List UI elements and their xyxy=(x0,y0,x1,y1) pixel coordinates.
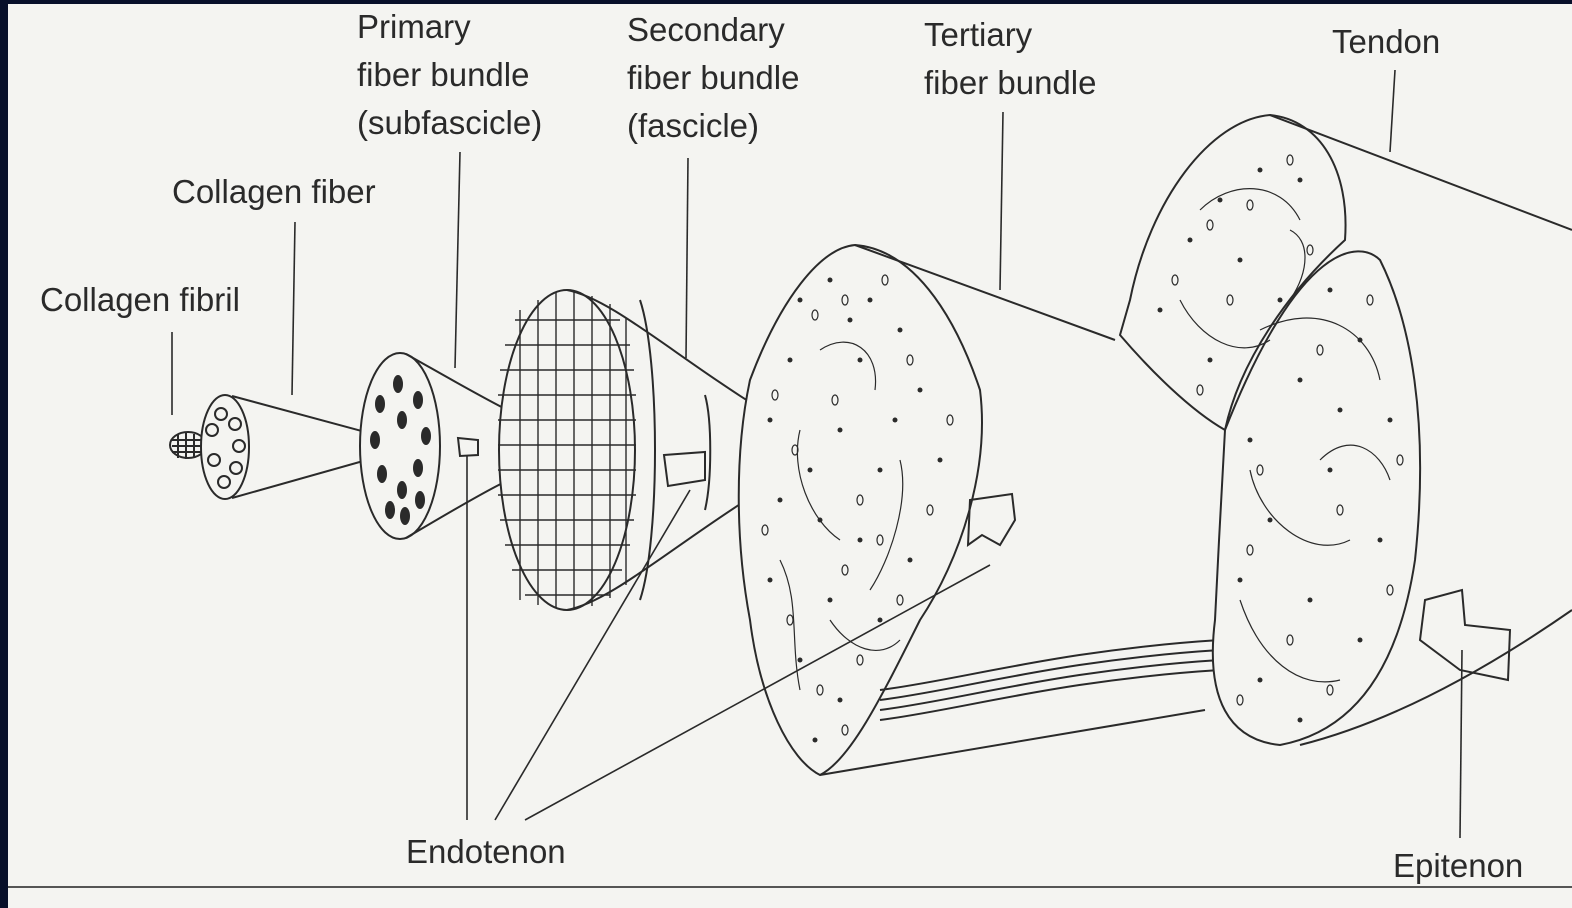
label-secondary-line2: fiber bundle xyxy=(627,54,799,101)
label-primary-line2: fiber bundle xyxy=(357,51,529,98)
label-collagen-fibril: Collagen fibril xyxy=(40,276,240,323)
caption-divider xyxy=(8,886,1572,888)
label-primary-line1: Primary xyxy=(357,3,471,50)
tendon-shape xyxy=(1120,115,1572,745)
label-tertiary-line2: fiber bundle xyxy=(924,59,1096,106)
label-collagen-fiber: Collagen fiber xyxy=(172,168,376,215)
label-secondary-line1: Secondary xyxy=(627,6,785,53)
label-epitenon: Epitenon xyxy=(1393,842,1523,889)
label-primary-line3: (subfascicle) xyxy=(357,99,542,146)
label-tendon: Tendon xyxy=(1332,18,1440,65)
label-secondary-line3: (fascicle) xyxy=(627,102,759,149)
label-endotenon: Endotenon xyxy=(406,828,566,875)
label-tertiary-line1: Tertiary xyxy=(924,11,1032,58)
